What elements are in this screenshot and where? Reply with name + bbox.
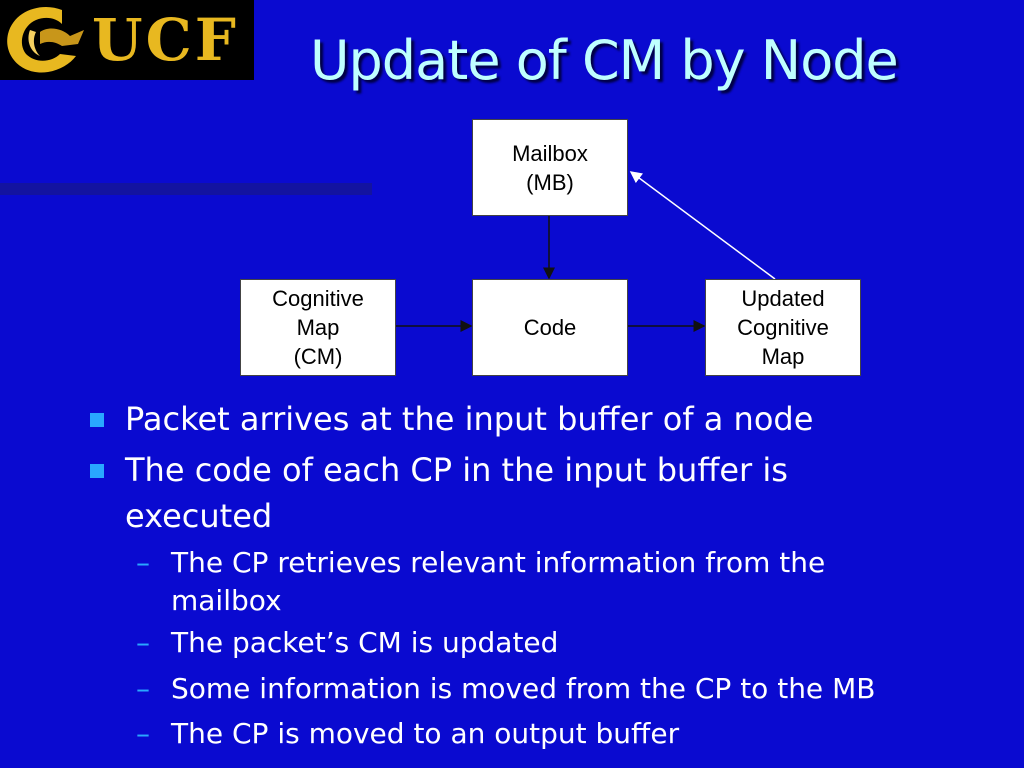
dash-bullet-icon: – bbox=[136, 717, 150, 750]
slide-title: Update of CM by Node bbox=[310, 29, 899, 92]
bullet-item: The code of each CP in the input buffer … bbox=[90, 447, 930, 539]
bullet-text: The code of each CP in the input buffer … bbox=[125, 451, 788, 535]
ucf-logo: UCF bbox=[0, 0, 254, 80]
flow-connectors bbox=[395, 171, 776, 332]
accent-bar bbox=[0, 183, 372, 195]
pegasus-icon bbox=[7, 7, 84, 73]
subbullet-item: – Some information is moved from the CP … bbox=[136, 670, 916, 708]
square-bullet-icon bbox=[90, 413, 104, 427]
subbullet-item: – The CP is moved to an output buffer bbox=[136, 715, 916, 753]
bullet-text: Packet arrives at the input buffer of a … bbox=[125, 400, 814, 438]
code-box: Code bbox=[472, 279, 628, 376]
bullet-item: Packet arrives at the input buffer of a … bbox=[90, 396, 930, 442]
arrow-updated-to-mailbox bbox=[629, 171, 776, 280]
subbullet-item: – The packet’s CM is updated bbox=[136, 624, 916, 662]
dash-bullet-icon: – bbox=[136, 626, 150, 659]
mailbox-box: Mailbox (MB) bbox=[472, 119, 628, 216]
square-bullet-icon bbox=[90, 464, 104, 478]
subbullet-text: The packet’s CM is updated bbox=[171, 626, 559, 659]
dash-bullet-icon: – bbox=[136, 672, 150, 705]
updated-cognitive-map-box: Updated Cognitive Map bbox=[705, 279, 861, 376]
cognitive-map-box: Cognitive Map (CM) bbox=[240, 279, 396, 376]
dash-bullet-icon: – bbox=[136, 546, 150, 579]
logo-text: UCF bbox=[92, 6, 239, 74]
subbullet-item: – The CP retrieves relevant information … bbox=[136, 544, 916, 620]
subbullet-text: Some information is moved from the CP to… bbox=[171, 672, 876, 705]
subbullet-text: The CP is moved to an output buffer bbox=[171, 717, 680, 750]
subbullet-text: The CP retrieves relevant information fr… bbox=[171, 546, 826, 617]
